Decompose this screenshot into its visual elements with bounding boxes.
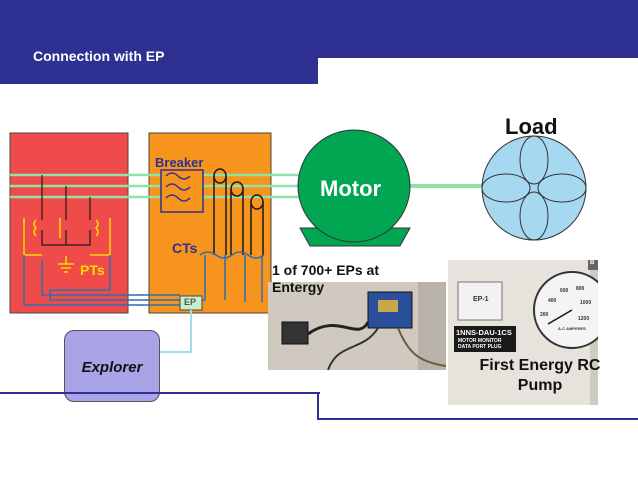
load-label: Load [505, 114, 558, 139]
ammeter-needle [547, 309, 573, 325]
meter-tick: 400 [548, 298, 557, 304]
corner-tag: B [590, 260, 595, 266]
footer-line-step [317, 392, 319, 420]
meter-tick: 1200 [578, 316, 590, 322]
nameplate-sub1: MOTOR MONITOR [458, 338, 502, 344]
pt-transformers [41, 175, 91, 246]
slide-title: Connection with EP [33, 48, 165, 64]
pts-label: PTs [80, 262, 105, 278]
ep-tag-plate [457, 281, 503, 321]
ep-tag-label: EP-1 [473, 296, 489, 303]
breaker-contacts [165, 172, 191, 202]
explorer-label: Explorer [81, 359, 143, 376]
footer-line-right [318, 418, 638, 420]
ep-installation-photo [268, 282, 446, 370]
pt-cables [23, 255, 180, 306]
nameplate-text: 1NNS-DAU-1CS [456, 328, 512, 337]
rc-pump-graphic [448, 260, 598, 405]
motor-label: Motor [320, 176, 382, 201]
nameplate-sub2: DATA PORT PLUG [458, 344, 502, 350]
meter-tick: 600 [560, 288, 569, 294]
meter-tick: 1000 [580, 300, 592, 306]
breaker-label: Breaker [155, 155, 204, 170]
header-notch [318, 58, 638, 88]
photo1-caption: 1 of 700+ EPs at Entergy [272, 262, 380, 295]
ct-loops [213, 168, 264, 255]
phase-lines [10, 173, 488, 199]
explorer-box: Explorer [64, 330, 160, 402]
motor-body [297, 129, 411, 243]
ammeter-dial [533, 271, 598, 349]
cts-label: CTs [172, 240, 198, 256]
meter-tick: 200 [540, 312, 549, 318]
load-fan [481, 135, 587, 241]
ground-symbol [58, 256, 74, 273]
breaker-box [160, 169, 204, 213]
footer-line-left [0, 392, 320, 394]
ct-wiring [190, 251, 265, 302]
rc-pump-photo: EP-1 1NNS-DAU-1CS MOTOR MONITOR DATA POR… [448, 260, 598, 405]
nameplate-bg [454, 326, 516, 352]
ep-label: EP [184, 297, 197, 307]
ep-explorer-link [158, 310, 192, 353]
meter-unit: A-C AMPERES [558, 326, 586, 331]
pt-panel [9, 132, 129, 314]
meter-tick: 800 [576, 286, 585, 292]
photo2-caption: First Energy RC Pump [479, 357, 601, 394]
ep-installation-graphic [268, 282, 446, 370]
